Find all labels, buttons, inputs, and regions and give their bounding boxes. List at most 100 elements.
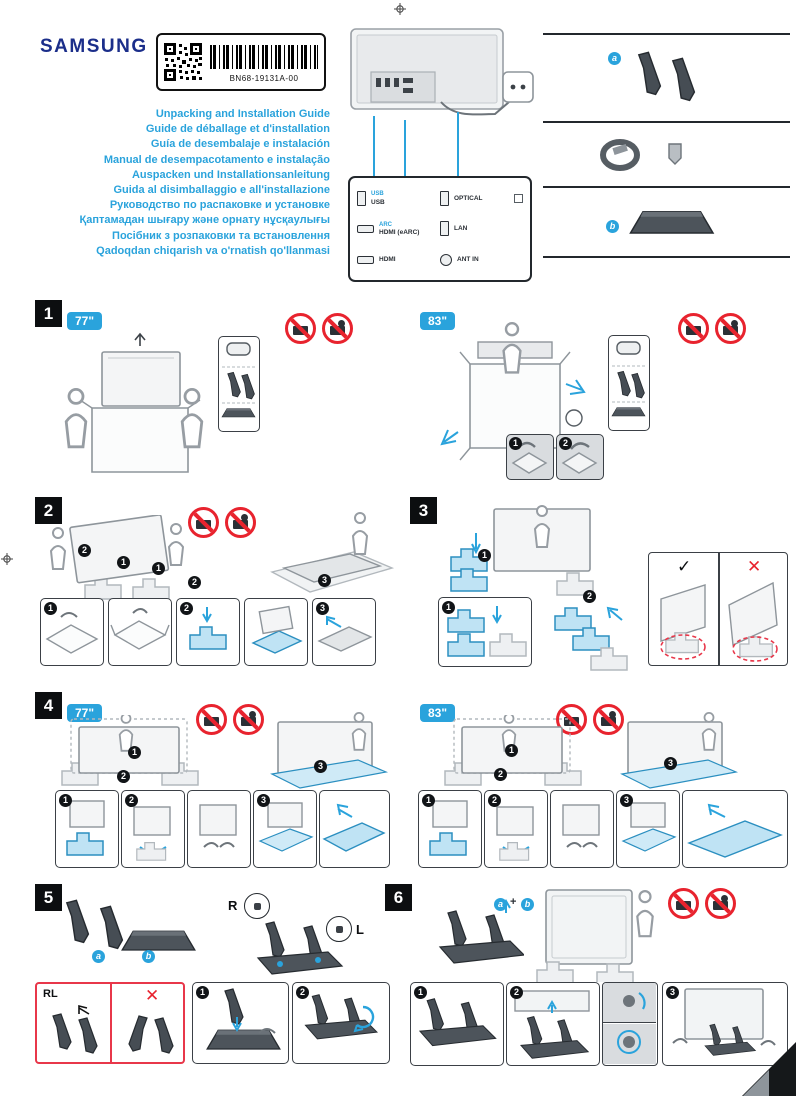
step-panel	[244, 598, 308, 666]
title-list: Unpacking and Installation Guide Guide d…	[30, 107, 330, 259]
incorrect-legs	[119, 1002, 179, 1065]
slash	[191, 510, 216, 535]
section-5-number: 5	[35, 884, 62, 911]
callout-line-1	[373, 116, 375, 176]
step-marker: 2	[583, 590, 596, 603]
hand-pictogram	[609, 711, 616, 718]
step-marker: 1	[117, 556, 130, 569]
correct-incorrect-panel: ✓ ✕	[648, 552, 788, 666]
part-number: BN68-19131A-00	[229, 74, 299, 83]
step-marker: 1	[152, 562, 165, 575]
foam-step-panel: 1	[438, 597, 532, 667]
assembled-stand-illustration	[240, 918, 360, 983]
foam-stack-illustration	[548, 600, 634, 677]
barcode	[210, 45, 318, 69]
divider	[718, 553, 720, 665]
screw-detail-panels	[602, 982, 658, 1066]
stand-base-accessory	[622, 202, 718, 253]
no-press-icon	[593, 704, 624, 735]
step-marker: 2	[117, 770, 130, 783]
no-cutter-icon	[196, 704, 227, 735]
optical-port-icon	[440, 190, 449, 206]
remove-sheet-illustration-77	[262, 712, 392, 797]
step-panel: 2	[484, 790, 548, 868]
no-cutter-icon	[678, 313, 709, 344]
hand-pictogram	[721, 895, 728, 902]
step-marker: 2	[78, 544, 91, 557]
title-ru: Руководство по распаковке и установке	[109, 199, 330, 212]
step-panel: 2	[176, 598, 240, 666]
correct-legs	[45, 1002, 105, 1065]
size-badge-77: 77"	[67, 704, 103, 722]
tv-back-illustration	[345, 26, 540, 127]
step-panel	[319, 790, 390, 868]
section-2-number: 2	[35, 497, 62, 524]
attach-leg-step-panel: 1	[192, 982, 289, 1064]
lift-tv-illustration-83	[438, 322, 608, 487]
step-badge: 2	[296, 986, 309, 999]
step-marker: 2	[494, 768, 507, 781]
step-panel: 3	[253, 790, 317, 868]
tv-flat-illustration	[262, 510, 397, 603]
slash	[288, 316, 313, 341]
port-label: LAN	[454, 225, 468, 233]
antenna-port-icon	[440, 253, 452, 266]
step-panel	[550, 790, 614, 868]
step-panel	[187, 790, 251, 868]
step-badge: 2	[559, 437, 572, 450]
step-panel: 3	[616, 790, 680, 868]
step-marker: 3	[318, 574, 331, 587]
no-blade-depth-icon	[225, 507, 256, 538]
tv-stand-attach-illustration	[532, 884, 667, 987]
slash	[718, 316, 743, 341]
qr-code	[163, 42, 203, 87]
lan-port-icon	[440, 221, 449, 237]
title-it: Guida al disimballaggio e all'installazi…	[113, 184, 330, 197]
cross-mark: ✕	[145, 986, 160, 1005]
size-badge-77: 77"	[67, 312, 103, 330]
foam-support-illustration	[432, 505, 637, 602]
accessory-a-badge: a	[608, 52, 621, 65]
step-marker: 3	[314, 760, 327, 773]
step-marker: 1	[478, 549, 491, 562]
step-panel	[108, 598, 172, 666]
hand-hold-step-panel: 1	[506, 434, 554, 480]
left-mark-inset	[326, 916, 352, 942]
step-badge: 1	[422, 794, 435, 807]
section-6-number: 6	[385, 884, 412, 911]
usb-port-icon	[357, 190, 366, 206]
accessory-checklist-panel	[218, 336, 260, 432]
page-fold	[742, 1042, 796, 1096]
incorrect-foam-placement	[721, 575, 785, 665]
port-hdmi-earc: ARC HDMI (eARC)	[357, 214, 440, 245]
screw-detail-top	[603, 983, 656, 1023]
step-panel: 1	[418, 790, 482, 868]
hdmi-port-icon	[357, 255, 374, 264]
cross-mark: ✕	[747, 557, 762, 576]
no-press-icon	[322, 313, 353, 344]
divider	[543, 33, 790, 35]
divider	[543, 186, 790, 188]
left-mark-label: L	[356, 922, 364, 937]
part-a-badge: a	[92, 950, 105, 963]
title-fr: Guide de déballage et d'installation	[145, 123, 330, 136]
registration-mark-left	[1, 552, 13, 570]
step-panel: 2	[121, 790, 185, 868]
slash	[681, 316, 706, 341]
accessory-b-badge: b	[606, 220, 619, 233]
step-badge: 1	[44, 602, 57, 615]
check-mark: ✓	[677, 557, 692, 576]
tighten-leg-step-panel: 2	[292, 982, 390, 1064]
slash	[236, 707, 261, 732]
step-badge: 3	[316, 602, 329, 615]
title-de: Auspacken und Installationsanleitung	[131, 168, 330, 181]
title-uz: Qadoqdan chiqarish va o'rnatish qo'llanm…	[96, 244, 330, 257]
plus-sign: +	[510, 896, 517, 908]
no-cutter-icon	[285, 313, 316, 344]
step-badge: 2	[125, 794, 138, 807]
step-panel	[682, 790, 788, 868]
lay-down-illustration	[48, 514, 188, 608]
part-b-badge: b	[521, 898, 534, 911]
leg-orientation-warning-panel: RL ✕	[35, 982, 185, 1064]
step-panel: 1	[55, 790, 119, 868]
